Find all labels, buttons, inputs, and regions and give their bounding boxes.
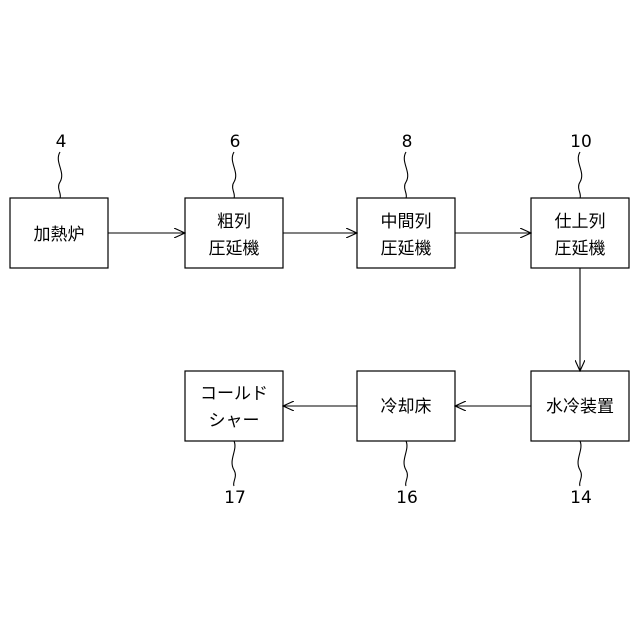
intermediate-mill-block: 中間列 圧延機 [357,198,455,268]
intermediate-mill-ref: 8 [402,132,413,152]
cold-shear-label-2: シャー [209,411,260,431]
rough-mill-label-2: 圧延機 [209,239,260,259]
water-cooling-block: 水冷装置 [531,371,629,441]
cold-shear-ref: 17 [224,488,246,508]
rough-mill-label-1: 粗列 [217,212,251,232]
water-cooling-leader [578,441,581,486]
furnace-label: 加熱炉 [34,225,85,245]
furnace-block: 加熱炉 [10,198,108,268]
cold-shear-block: コールド シャー [185,371,283,441]
cooling-bed-leader [404,441,407,486]
furnace-leader [58,152,61,198]
rough-mill-block: 粗列 圧延機 [185,198,283,268]
intermediate-mill-label-1: 中間列 [381,212,432,232]
finishing-mill-ref: 10 [570,132,592,152]
cooling-bed-block: 冷却床 [357,371,455,441]
rough-mill-leader [232,152,235,198]
intermediate-mill-label-2: 圧延機 [381,239,432,259]
finishing-mill-label-2: 圧延機 [555,239,606,259]
furnace-ref: 4 [56,132,67,152]
cold-shear-label-1: コールド [200,384,268,404]
water-cooling-label: 水冷装置 [546,397,614,417]
finishing-mill-leader [578,152,581,198]
cooling-bed-ref: 16 [396,488,418,508]
intermediate-mill-leader [404,152,407,198]
water-cooling-ref: 14 [570,488,592,508]
rough-mill-ref: 6 [230,132,241,152]
cooling-bed-label: 冷却床 [381,397,432,417]
finishing-mill-block: 仕上列 圧延機 [531,198,629,268]
cold-shear-leader [232,441,235,486]
finishing-mill-label-1: 仕上列 [555,212,606,232]
